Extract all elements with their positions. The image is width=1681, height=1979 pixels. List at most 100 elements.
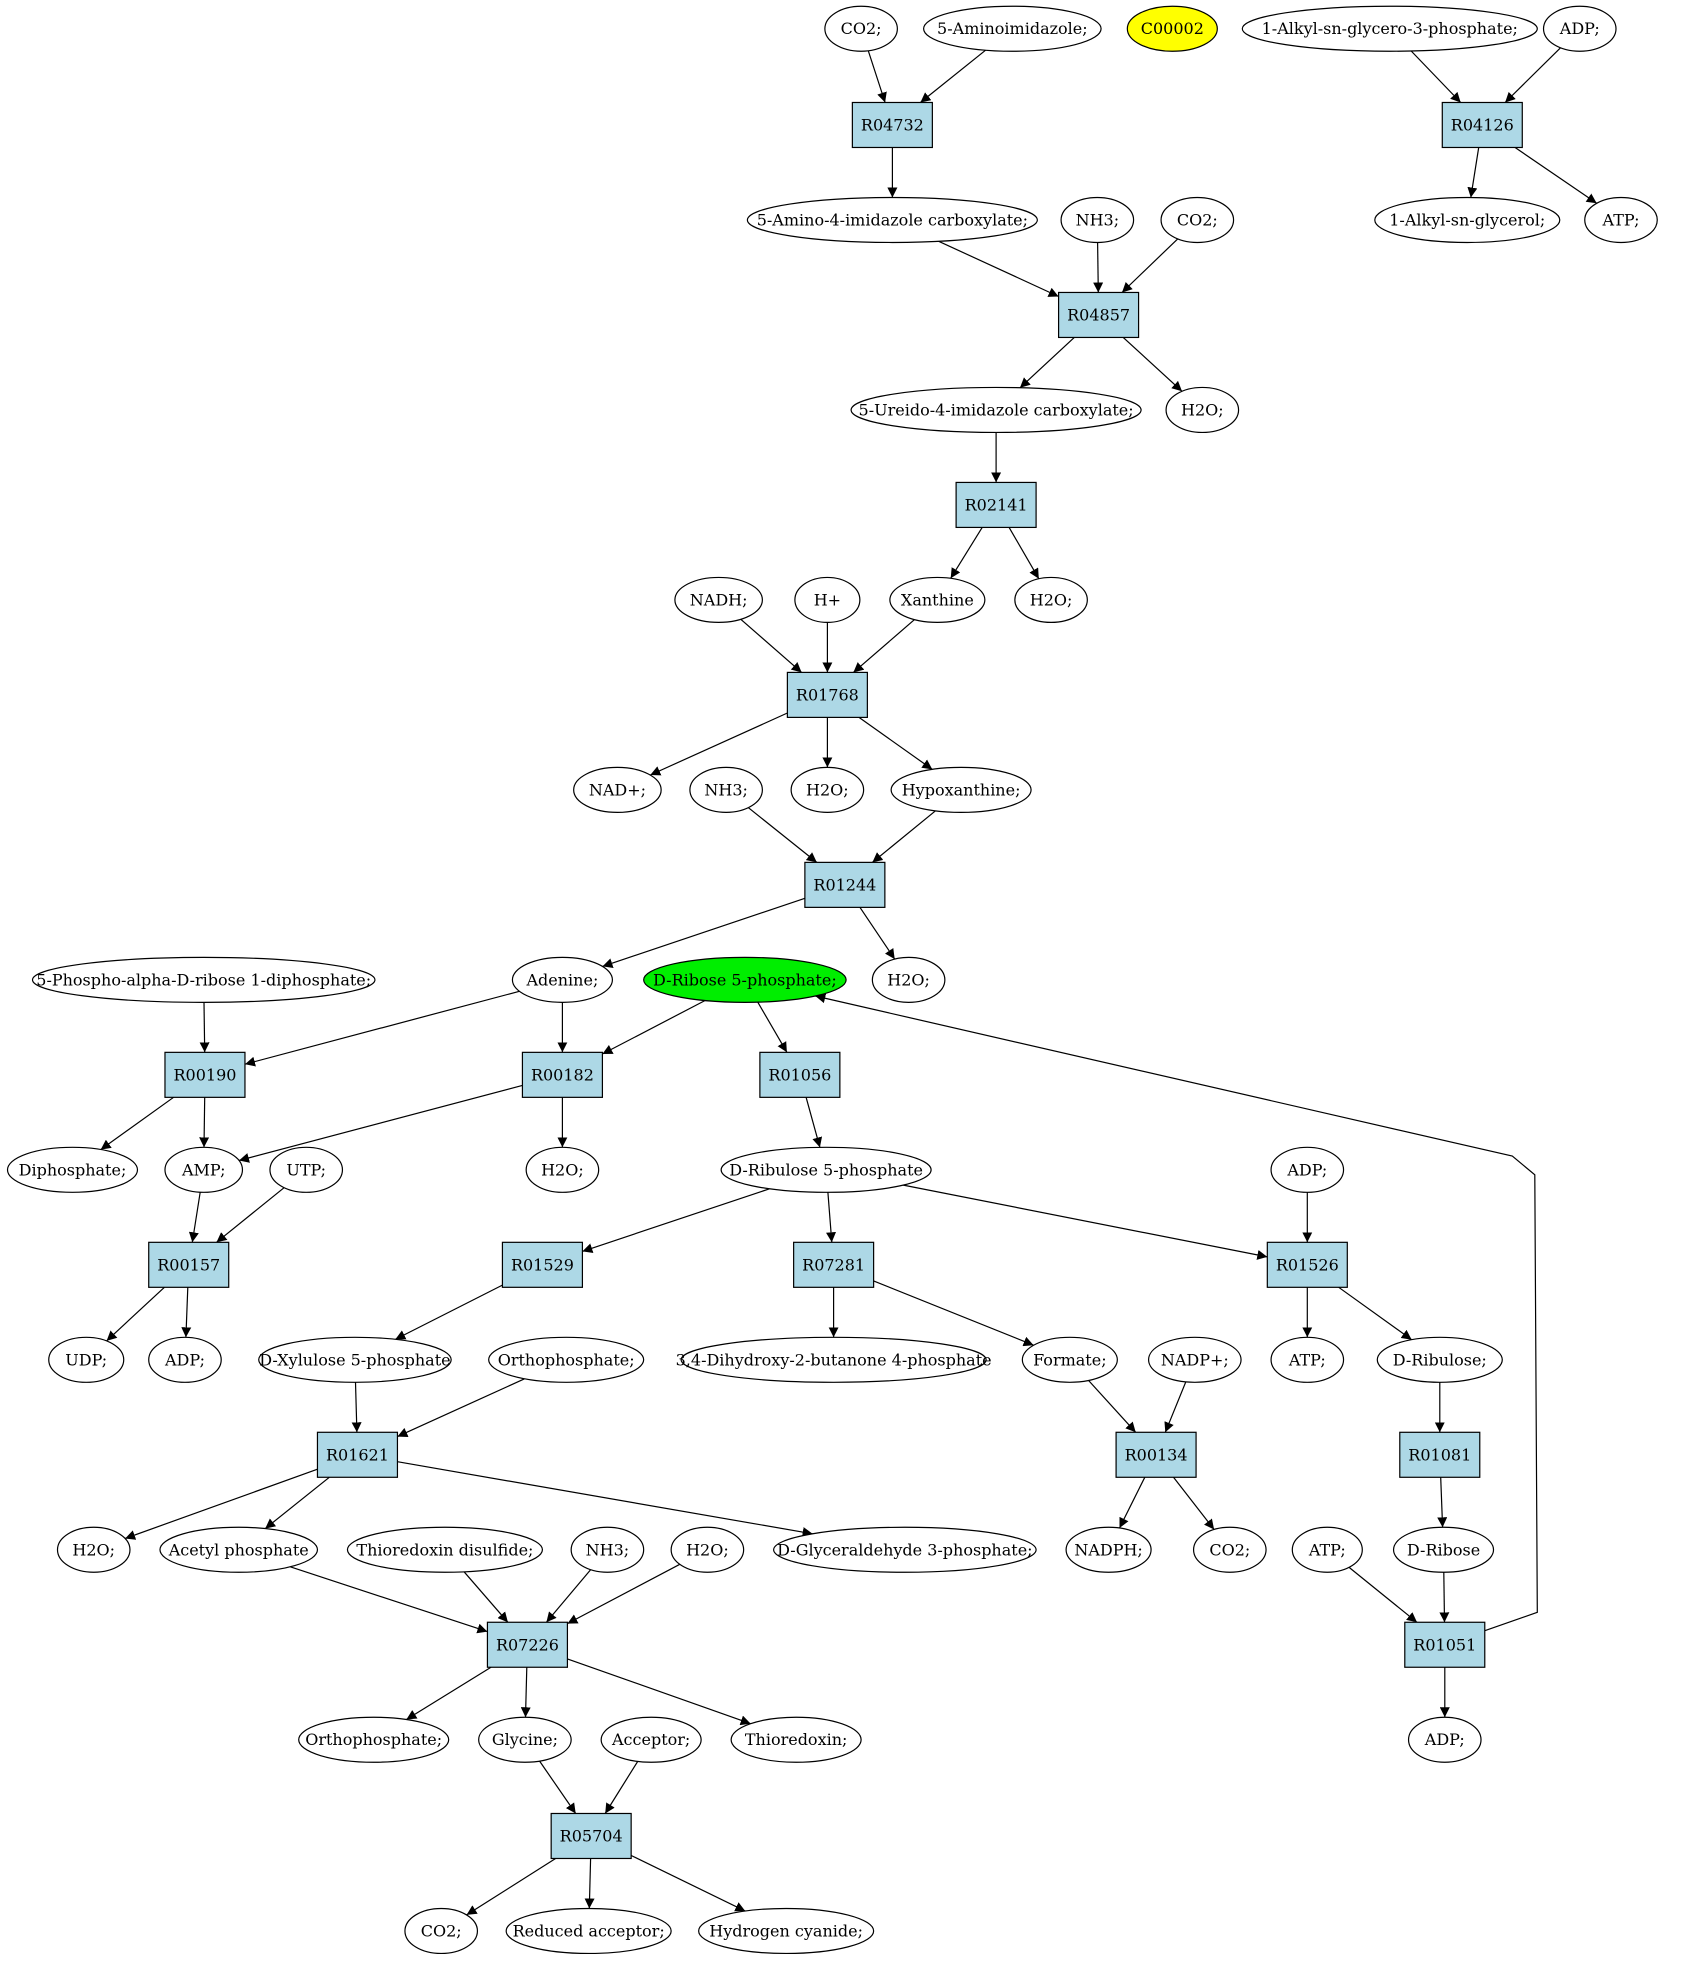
reaction-box bbox=[550, 1812, 632, 1860]
reaction-label: R01526 bbox=[1276, 1255, 1339, 1274]
reaction-box bbox=[148, 1241, 230, 1288]
compound-label: 5-Amino-4-imidazole carboxylate; bbox=[757, 210, 1028, 229]
compound-node-nadph: NADPH; bbox=[1065, 1526, 1152, 1573]
reaction-node-r07226: R07226 bbox=[486, 1621, 569, 1668]
compound-label: 5-Phospho-alpha-D-ribose 1-diphosphate; bbox=[36, 970, 371, 989]
compound-ellipse bbox=[824, 5, 898, 52]
edge-h2o-g-to-r07226 bbox=[567, 1563, 681, 1625]
edge-nadpplus-to-r00134 bbox=[1164, 1381, 1187, 1433]
compound-label: H2O; bbox=[806, 780, 849, 799]
compound-node-adp-b: ADP; bbox=[1270, 1146, 1345, 1193]
compound-label: Diphosphate; bbox=[19, 1160, 127, 1179]
compound-ellipse bbox=[720, 1146, 932, 1193]
compound-node-ribulose5p: D-Ribulose 5-phosphate bbox=[720, 1146, 932, 1193]
compound-ellipse bbox=[1126, 5, 1218, 52]
compound-ellipse bbox=[1021, 1336, 1118, 1383]
edge-r01526-to-ribulose bbox=[1338, 1286, 1413, 1341]
reaction-node-r04857: R04857 bbox=[1057, 291, 1140, 339]
edge-glycine-to-r05704 bbox=[539, 1760, 577, 1814]
compound-label: NH3; bbox=[586, 1540, 630, 1559]
reaction-node-r05704: R05704 bbox=[550, 1812, 632, 1860]
edge-r01056-to-ribulose5p bbox=[805, 1097, 823, 1148]
edge-acceptor-to-r05704 bbox=[604, 1761, 639, 1814]
reaction-node-r01621: R01621 bbox=[316, 1431, 399, 1478]
edge-ribulose5p-to-r07281 bbox=[826, 1192, 837, 1243]
edge-r01621-to-g3p bbox=[397, 1461, 813, 1538]
compound-label: 1-Alkyl-sn-glycerol; bbox=[1389, 210, 1545, 229]
edge-co2-a-to-r04732 bbox=[867, 50, 887, 103]
reaction-node-r04732: R04732 bbox=[851, 101, 933, 149]
compound-label: H2O; bbox=[686, 1540, 729, 1559]
edge-r05704-to-hcn bbox=[630, 1854, 746, 1912]
reaction-node-r02141: R02141 bbox=[955, 481, 1037, 529]
compound-label: D-Ribose bbox=[1407, 1540, 1480, 1559]
compound-node-nadh: NADH; bbox=[674, 576, 763, 624]
compound-label: ADP; bbox=[1286, 1160, 1327, 1179]
compound-ellipse bbox=[6, 1146, 139, 1193]
compound-node-co2-d: CO2; bbox=[404, 1907, 479, 1955]
compound-node-thioredoxin: Thioredoxin; bbox=[730, 1716, 862, 1763]
reaction-node-r01768: R01768 bbox=[786, 671, 868, 718]
compound-ellipse bbox=[478, 1716, 572, 1763]
edge-r07281-to-formate bbox=[873, 1280, 1034, 1347]
compound-node-reduced-acceptor: Reduced acceptor; bbox=[505, 1907, 672, 1955]
compound-node-nh3-c: NH3; bbox=[570, 1526, 645, 1573]
compound-label: 1-Alkyl-sn-glycero-3-phosphate; bbox=[1262, 19, 1518, 38]
compound-node-atp-b: ATP; bbox=[1270, 1336, 1345, 1383]
compound-node-udp: UDP; bbox=[48, 1336, 125, 1383]
reaction-label: R00157 bbox=[157, 1255, 220, 1274]
reaction-label: R01768 bbox=[796, 685, 859, 704]
compound-label: 5-Ureido-4-imidazole carboxylate; bbox=[859, 400, 1134, 419]
edge-r00134-to-co2-c bbox=[1173, 1476, 1215, 1530]
edge-r01244-to-h2o-d bbox=[859, 907, 896, 960]
edge-co2-b-to-r04857 bbox=[1121, 238, 1179, 293]
compound-label: Acetyl phosphate bbox=[168, 1540, 309, 1559]
compound-node-dhbp: 3,4-Dihydroxy-2-butanone 4-phosphate bbox=[676, 1336, 992, 1383]
edge-nadh-to-r01768 bbox=[740, 618, 802, 673]
compound-label: CO2; bbox=[1177, 210, 1218, 229]
edge-ribulose5p-to-r01529 bbox=[582, 1188, 770, 1253]
compound-label: Reduced acceptor; bbox=[513, 1921, 665, 1940]
reaction-label: R00134 bbox=[1125, 1445, 1188, 1464]
reaction-label: R01621 bbox=[326, 1445, 389, 1464]
compound-ellipse bbox=[600, 1716, 702, 1763]
compound-node-aminoimidazole: 5-Aminoimidazole; bbox=[923, 5, 1102, 52]
compound-node-h2o-f: H2O; bbox=[56, 1526, 131, 1573]
compound-node-alkylglycerophosphate: 1-Alkyl-sn-glycero-3-phosphate; bbox=[1241, 5, 1538, 52]
edge-r01051-to-ribose5p bbox=[815, 993, 1538, 1632]
compound-node-nh3-a: NH3; bbox=[1060, 196, 1135, 244]
compound-ellipse bbox=[573, 766, 662, 813]
edge-amp-to-r00157 bbox=[188, 1192, 201, 1243]
edge-r04857-to-ureido bbox=[1019, 336, 1075, 389]
compound-ellipse bbox=[1392, 1526, 1495, 1573]
compound-node-utp: UTP; bbox=[269, 1146, 344, 1193]
compound-ellipse bbox=[1160, 196, 1235, 244]
compound-ellipse bbox=[346, 1526, 544, 1573]
edge-r00157-to-adp-c bbox=[181, 1287, 192, 1338]
edge-hypoxanthine-to-r01244 bbox=[872, 810, 936, 863]
compound-ellipse bbox=[1165, 386, 1240, 434]
edge-nh3-a-to-r04857 bbox=[1093, 242, 1104, 293]
compound-node-ribulose: D-Ribulose; bbox=[1376, 1336, 1503, 1383]
compound-node-c00002: C00002 bbox=[1126, 5, 1218, 52]
compound-label: Thioredoxin disulfide; bbox=[356, 1540, 533, 1559]
compound-node-nadpplus: NADP+; bbox=[1147, 1336, 1242, 1383]
compound-node-orthophosphate-b: Orthophosphate; bbox=[298, 1716, 450, 1763]
compound-label: NADPH; bbox=[1074, 1540, 1143, 1559]
edge-formate-to-r00134 bbox=[1088, 1380, 1137, 1433]
reaction-node-r00190: R00190 bbox=[164, 1051, 246, 1098]
compound-node-hplus: H+ bbox=[794, 576, 861, 624]
reaction-node-r07281: R07281 bbox=[793, 1241, 875, 1288]
compound-ellipse bbox=[1270, 1146, 1345, 1193]
compound-label: Orthophosphate; bbox=[305, 1730, 442, 1749]
compound-node-orthophosphate-a: Orthophosphate; bbox=[488, 1336, 645, 1383]
edge-adp-a-to-r04126 bbox=[1504, 47, 1561, 103]
compound-label: D-Xylulose 5-phosphate bbox=[259, 1350, 450, 1369]
compound-label: D-Ribulose 5-phosphate bbox=[729, 1160, 923, 1179]
compound-ellipse bbox=[404, 1907, 479, 1955]
compound-node-ribose: D-Ribose bbox=[1392, 1526, 1495, 1573]
reaction-node-r04126: R04126 bbox=[1441, 101, 1523, 149]
compound-node-alkylglycerol: 1-Alkyl-sn-glycerol; bbox=[1374, 196, 1561, 244]
